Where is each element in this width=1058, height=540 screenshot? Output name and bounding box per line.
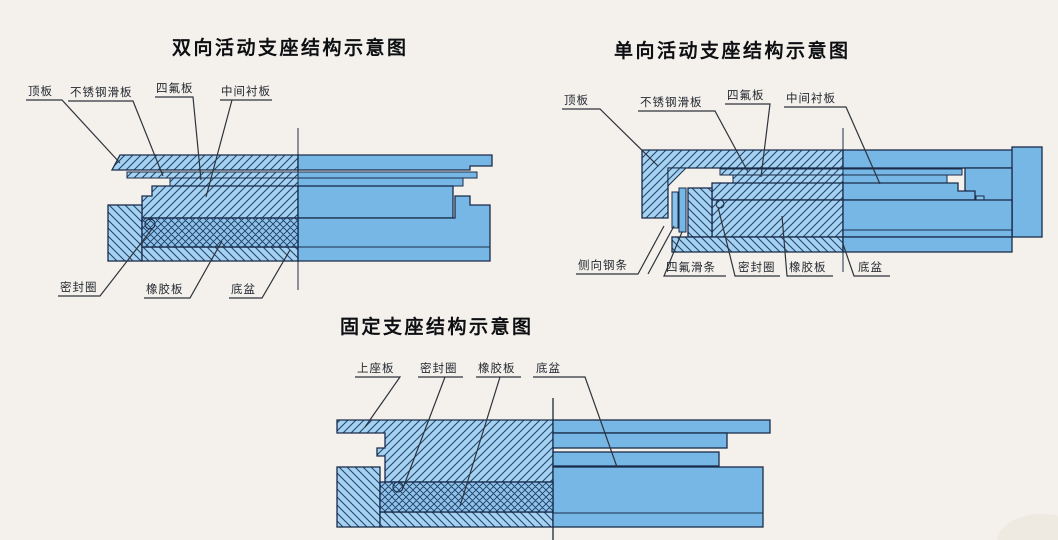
unidirectional-pot-wall-section — [687, 187, 713, 238]
label-unidirectional-ptfe-strip: 四氟滑条 — [666, 260, 716, 274]
unidirectional-right-flange — [1011, 146, 1043, 238]
leader-unidirectional-stainless — [638, 110, 749, 173]
unidirectional-title: 单向活动支座结构示意图 — [614, 40, 851, 62]
bidirectional-middle-liner-section — [141, 185, 299, 219]
label-fixed-bottom-pot: 底盆 — [536, 361, 561, 375]
bidirectional-pot-wall-section — [107, 204, 143, 262]
leader-fixed-rubber — [459, 376, 521, 507]
leader-lines — [26, 96, 890, 507]
unidirectional-stainless-plate-section — [719, 168, 844, 176]
fixed-pot-bottom-section — [379, 511, 554, 528]
unidirectional-side-steel-bar-shape — [671, 191, 679, 229]
fixed-drawing — [336, 398, 771, 540]
bidirectional-pot-bottom-section — [141, 246, 299, 262]
label-unidirectional-side-steel-bar: 侧向钢条 — [578, 258, 628, 272]
leader-bidirectional-seal-ring — [58, 228, 153, 297]
unidirectional-pot-bottom-elevation — [842, 236, 1013, 253]
bidirectional-top-plate-elevation — [297, 154, 493, 171]
label-fixed-seal-ring: 密封圈 — [420, 361, 458, 375]
fixed-pot-elevation — [552, 466, 764, 528]
bidirectional-ptfe-plate-elevation — [297, 177, 464, 187]
label-unidirectional-stainless-plate: 不锈钢滑板 — [640, 95, 703, 109]
unidirectional-middle-liner-section — [711, 182, 844, 201]
fixed-step-plate-elevation — [552, 432, 728, 449]
label-bidirectional-seal-ring: 密封圈 — [60, 280, 98, 294]
leader-unidirectional-seal-ring — [717, 206, 780, 277]
unidirectional-rubber-plate-section — [711, 199, 844, 238]
label-unidirectional-middle-liner: 中间衬板 — [786, 91, 836, 105]
unidirectional-ptfe-slide-strip-shape — [678, 187, 687, 233]
bidirectional-rubber-plate-section — [141, 217, 299, 248]
leader-unidirectional-ptfe-strip — [663, 231, 726, 277]
label-unidirectional-bottom-pot: 底盆 — [858, 260, 883, 274]
unidirectional-ptfe-plate-elevation — [842, 174, 948, 184]
leader-fixed-upper-seat-plate — [355, 376, 402, 428]
bidirectional-stainless-plate-elevation — [297, 171, 478, 179]
label-bidirectional-top-plate: 顶板 — [28, 84, 53, 98]
corner-smudge — [997, 514, 1058, 540]
leader-unidirectional-pot — [842, 243, 890, 277]
leader-unidirectional-top-plate — [562, 108, 659, 167]
bidirectional-title: 双向活动支座结构示意图 — [172, 37, 409, 59]
bidirectional-pot-elevation — [297, 195, 491, 262]
leader-bidirectional-rubber — [144, 240, 223, 299]
leader-fixed-seal-ring — [402, 376, 463, 489]
label-bidirectional-stainless-plate: 不锈钢滑板 — [70, 85, 133, 99]
leader-bidirectional-ptfe — [155, 96, 202, 181]
bidirectional-top-plate-section — [110, 154, 299, 171]
label-unidirectional-rubber-plate: 橡胶板 — [789, 260, 827, 274]
unidirectional-middle-liner-elevation — [842, 182, 976, 201]
label-unidirectional-seal-ring: 密封圈 — [738, 260, 776, 274]
leader-bidirectional-stainless — [68, 100, 164, 177]
bidirectional-drawing — [107, 128, 493, 290]
label-fixed-rubber-plate: 橡胶板 — [478, 361, 516, 375]
fixed-title: 固定支座结构示意图 — [340, 316, 534, 338]
unidirectional-seal-ring-detail — [715, 199, 725, 209]
label-fixed-upper-seat-plate: 上座板 — [357, 361, 395, 375]
leader-bidirectional-top-plate — [26, 99, 121, 164]
bidirectional-ptfe-plate-section — [169, 177, 299, 187]
leader-unidirectional-side-steel-bar — [576, 225, 675, 275]
leader-bidirectional-pot — [229, 249, 291, 299]
unidirectional-ptfe-plate-section — [732, 174, 844, 184]
unidirectional-top-plate-chamfer — [667, 167, 688, 188]
label-bidirectional-rubber-plate: 橡胶板 — [146, 282, 184, 296]
leader-fixed-pot — [533, 376, 618, 468]
unidirectional-drawing — [641, 128, 1043, 272]
label-unidirectional-top-plate: 顶板 — [564, 93, 589, 107]
bidirectional-middle-liner-elevation — [297, 185, 454, 219]
label-bidirectional-middle-liner: 中间衬板 — [221, 84, 271, 98]
label-bidirectional-ptfe-plate: 四氟板 — [156, 81, 194, 95]
label-unidirectional-ptfe-plate: 四氟板 — [727, 88, 765, 102]
fixed-pot-wall-section — [336, 466, 381, 528]
leader-unidirectional-middle-liner — [784, 106, 881, 185]
leader-unidirectional-ptfe — [725, 103, 771, 178]
label-bidirectional-bottom-pot: 底盆 — [231, 282, 256, 296]
fixed-step-plate-elevation-2 — [552, 451, 720, 467]
leader-bidirectional-middle-liner — [205, 99, 272, 198]
unidirectional-rubber-elevation — [842, 199, 1013, 238]
fixed-upper-seat-plate-elevation — [552, 419, 771, 434]
unidirectional-stainless-plate-elevation — [842, 168, 963, 176]
bidirectional-seal-ring-detail — [144, 218, 156, 230]
leader-unidirectional-rubber — [781, 215, 833, 277]
unidirectional-pot-bottom-section — [671, 236, 844, 253]
